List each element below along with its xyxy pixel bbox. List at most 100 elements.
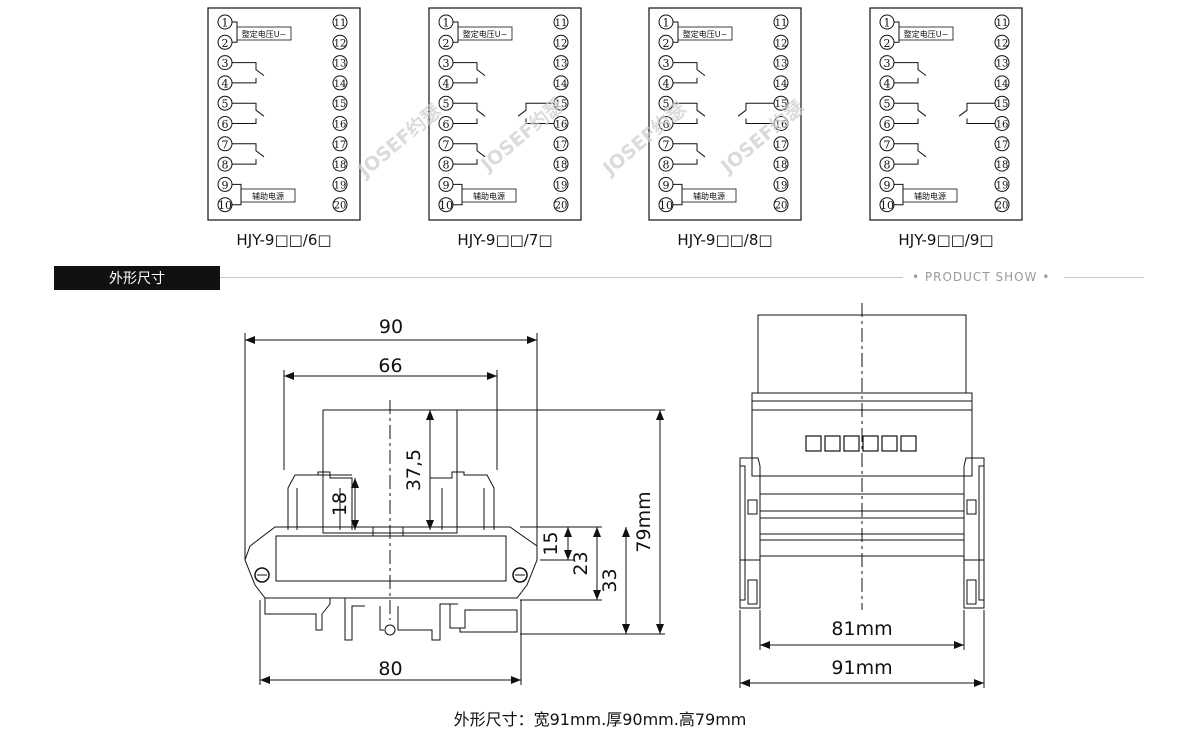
dim-18-label: 18 xyxy=(329,492,351,516)
screw-right xyxy=(512,567,528,583)
contact-wire xyxy=(673,62,706,76)
terminal-circle xyxy=(994,34,1010,50)
dimension-caption: 外形尺寸：宽91mm.厚90mm.高79mm xyxy=(453,710,747,729)
contact-wire xyxy=(453,143,486,158)
rail-pin xyxy=(384,624,396,636)
indicator-square xyxy=(805,435,822,452)
label-top: 整定电压U~ xyxy=(242,29,287,39)
terminal-number: 3 xyxy=(222,57,229,70)
terminal-circle xyxy=(553,55,569,71)
terminal-circle xyxy=(994,14,1010,30)
terminal-circle xyxy=(332,176,348,192)
terminal-number: 17 xyxy=(775,140,788,151)
terminal-number: 7 xyxy=(222,138,229,151)
contact-wire xyxy=(894,118,919,124)
terminal-number: 6 xyxy=(663,118,670,131)
dim-81-label: 81mm xyxy=(831,618,892,640)
terminal-circle xyxy=(994,136,1010,152)
terminal-number: 19 xyxy=(334,180,347,191)
contact-wire xyxy=(966,118,995,124)
label-top: 整定电压U~ xyxy=(683,29,728,39)
label-top: 整定电压U~ xyxy=(904,29,949,39)
terminal-number: 14 xyxy=(555,79,568,90)
terminal-circle xyxy=(553,136,569,152)
terminal-number: 14 xyxy=(775,79,788,90)
terminal-number: 11 xyxy=(996,18,1009,29)
terminal-number: 15 xyxy=(996,99,1009,110)
terminal-diagram-6: 1234567891011121314151617181920整定电压U~辅助电… xyxy=(207,7,361,249)
clamp-slot xyxy=(747,579,758,605)
terminal-number: 8 xyxy=(663,159,670,172)
label-bottom: 辅助电源 xyxy=(252,191,284,201)
base-window xyxy=(275,535,507,582)
terminal-number: 15 xyxy=(555,99,568,110)
terminal-number: 4 xyxy=(884,77,891,90)
dim-90-label: 90 xyxy=(379,316,403,338)
rail-clip-right xyxy=(449,604,518,633)
terminal-circle xyxy=(994,176,1010,192)
terminal-number: 9 xyxy=(222,179,229,192)
terminal-number: 13 xyxy=(996,59,1009,70)
terminal-number: 4 xyxy=(443,77,450,90)
contact-wire xyxy=(894,102,927,117)
terminal-number: 20 xyxy=(775,201,788,212)
terminal-circle xyxy=(994,55,1010,71)
terminal-number: 12 xyxy=(996,38,1009,49)
base-housing xyxy=(244,526,538,599)
section-divider xyxy=(220,277,903,278)
contact-wire xyxy=(673,102,706,117)
side-clamp-right xyxy=(963,457,985,609)
contact-wire xyxy=(894,77,919,84)
terminal-number: 3 xyxy=(884,57,891,70)
terminal-number: 12 xyxy=(775,38,788,49)
terminal-diagram-7: 1234567891011121314151617181920整定电压U~辅助电… xyxy=(428,7,582,249)
terminal-diagram-8: 1234567891011121314151617181920整定电压U~辅助电… xyxy=(648,7,802,249)
rail-clip xyxy=(397,603,458,641)
terminal-number: 7 xyxy=(663,138,670,151)
wire xyxy=(232,21,238,43)
terminal-number: 1 xyxy=(222,17,229,30)
terminal-number: 9 xyxy=(884,179,891,192)
wire xyxy=(453,21,459,43)
terminal-circle xyxy=(994,197,1010,213)
clamp-slot xyxy=(966,579,977,605)
terminal-diagrams: 1234567891011121314151617181920整定电压U~辅助电… xyxy=(207,7,1023,249)
terminal-circle xyxy=(994,156,1010,172)
terminal-number: 10 xyxy=(659,199,673,212)
contact-wire xyxy=(232,102,265,117)
terminal-circle xyxy=(332,75,348,91)
terminal-circle xyxy=(553,176,569,192)
contact-wire xyxy=(232,143,265,158)
dim-91-label: 91mm xyxy=(831,657,892,679)
terminal-number: 9 xyxy=(443,179,450,192)
dim-23-label: 23 xyxy=(570,551,592,575)
contact-wire xyxy=(517,102,554,117)
terminal-number: 6 xyxy=(222,118,229,131)
terminal-number: 14 xyxy=(334,79,347,90)
dim-66-label: 66 xyxy=(378,355,402,377)
wire xyxy=(894,21,900,43)
terminal-number: 5 xyxy=(222,98,229,111)
contact-wire xyxy=(673,118,698,124)
terminal-number: 20 xyxy=(334,201,347,212)
terminal-number: 5 xyxy=(884,98,891,111)
terminal-number: 2 xyxy=(443,37,450,50)
contact-wire xyxy=(673,159,698,165)
side-view-drawing: 81mm 91mm xyxy=(739,303,985,688)
terminal-circle xyxy=(553,197,569,213)
rail-clip-left xyxy=(264,598,331,631)
terminal-number: 10 xyxy=(439,199,453,212)
terminal-number: 8 xyxy=(884,159,891,172)
terminal-number: 1 xyxy=(663,17,670,30)
label-bottom: 辅助电源 xyxy=(473,191,505,201)
terminal-number: 18 xyxy=(996,160,1009,171)
clamp-slot xyxy=(747,499,758,515)
terminal-circle xyxy=(332,197,348,213)
terminal-number: 10 xyxy=(880,199,894,212)
label-bottom: 辅助电源 xyxy=(914,191,946,201)
contact-wire xyxy=(453,159,478,165)
contact-wire xyxy=(525,118,554,124)
terminal-circle xyxy=(332,95,348,111)
